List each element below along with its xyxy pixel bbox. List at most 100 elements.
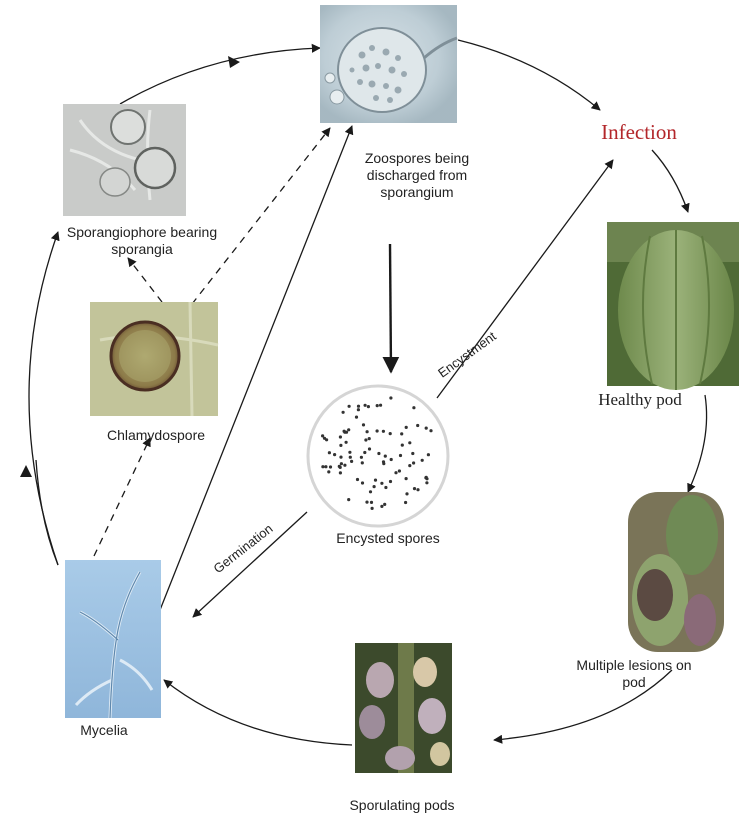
spore-dot xyxy=(412,461,415,464)
spore-dot xyxy=(374,479,377,482)
spore-dot xyxy=(412,406,415,409)
spore-dot xyxy=(405,426,408,429)
spore-dot xyxy=(429,429,432,432)
spore-dot xyxy=(399,454,402,457)
spore-dot xyxy=(370,501,373,504)
arc-zoospores-to-infection xyxy=(458,40,600,110)
spore-dot xyxy=(400,432,403,435)
spore-dot xyxy=(348,405,351,408)
sporulating-pods-label: Sporulating pods xyxy=(322,797,482,814)
spore-dot xyxy=(345,441,348,444)
spore-dot xyxy=(368,437,371,440)
spore-dot xyxy=(364,438,367,441)
spore-dot xyxy=(371,507,374,510)
arc-sporangiophore-to-zoospores xyxy=(120,48,320,104)
arc-sporulating-to-mycelia xyxy=(164,680,352,745)
spore-dot xyxy=(321,465,324,468)
healthy-pod-image xyxy=(607,222,739,390)
mycelia-label: Mycelia xyxy=(62,722,146,739)
spore-dot xyxy=(342,411,345,414)
sporangiophore-image xyxy=(63,104,186,216)
sporangium-image xyxy=(320,5,457,123)
spore-dot xyxy=(339,466,342,469)
spore-dot xyxy=(349,456,352,459)
spore-dot xyxy=(350,460,353,463)
spore-dot xyxy=(361,461,364,464)
spore-dot xyxy=(408,441,411,444)
spore-dot xyxy=(360,456,363,459)
spore-dot xyxy=(416,488,419,491)
spore-dot xyxy=(405,492,408,495)
mycelia-image xyxy=(65,560,161,718)
sporangiophore-label: Sporangiophore bearing sporangia xyxy=(56,224,228,258)
spore-dot xyxy=(389,480,392,483)
spore-dot xyxy=(328,451,331,454)
spore-dot xyxy=(416,424,419,427)
lesions-label: Multiple lesions on pod xyxy=(570,657,698,691)
dashed-chlamydospore-to-sporangiophore xyxy=(128,258,162,302)
spore-dot xyxy=(333,453,336,456)
spore-dot xyxy=(379,404,382,407)
spore-dot xyxy=(329,465,332,468)
spore-dot xyxy=(401,444,404,447)
spore-dot xyxy=(339,471,342,474)
spore-dot xyxy=(383,503,386,506)
sporulating-pods-image xyxy=(355,643,452,773)
spore-dot xyxy=(363,451,366,454)
spore-dot xyxy=(361,481,364,484)
spore-dot xyxy=(356,478,359,481)
spore-dot xyxy=(382,430,385,433)
spore-dot xyxy=(376,404,379,407)
spore-dot xyxy=(377,452,380,455)
spore-dot xyxy=(427,453,430,456)
arc-infection-to-healthy-pod xyxy=(652,150,688,212)
spore-dot xyxy=(394,471,397,474)
spore-dot xyxy=(362,423,365,426)
spore-dot xyxy=(373,485,376,488)
spore-dot xyxy=(348,451,351,454)
spore-dot xyxy=(364,404,367,407)
lesions-image xyxy=(628,492,724,652)
spore-dot xyxy=(411,452,414,455)
spore-dot xyxy=(347,498,350,501)
dashed-mycelia-to-chlamydospore xyxy=(94,438,150,556)
spore-dot xyxy=(405,477,408,480)
spore-dot xyxy=(413,487,416,490)
infection-label: Infection xyxy=(580,120,698,144)
spore-dot xyxy=(384,455,387,458)
spore-dot xyxy=(382,460,385,463)
chlamydospore-image xyxy=(90,302,218,416)
spore-dot xyxy=(339,456,342,459)
arc-mycelia-inner xyxy=(36,460,58,565)
spore-dot xyxy=(389,432,392,435)
spore-dot xyxy=(404,501,407,504)
spore-dot xyxy=(380,505,383,508)
spore-dot xyxy=(366,430,369,433)
spore-dot xyxy=(357,405,360,408)
arrow-zoospores-to-encysted xyxy=(390,244,391,372)
encysted-spores-image xyxy=(308,386,448,526)
spore-dot xyxy=(389,396,392,399)
spore-dot xyxy=(347,428,350,431)
zoospores-label: Zoospores being discharged from sporangi… xyxy=(358,150,476,201)
spore-dot xyxy=(324,465,327,468)
healthy-pod-label: Healthy pod xyxy=(565,390,715,410)
spore-dot xyxy=(340,462,343,465)
spore-dot xyxy=(327,470,330,473)
spore-dot xyxy=(384,486,387,489)
spore-dot xyxy=(339,435,342,438)
spore-dot xyxy=(343,430,346,433)
spore-dot xyxy=(425,427,428,430)
spore-dot xyxy=(425,476,428,479)
spore-dot xyxy=(376,429,379,432)
spore-dot xyxy=(368,447,371,450)
spore-dot xyxy=(339,444,342,447)
spore-dot xyxy=(408,464,411,467)
spore-dot xyxy=(321,434,324,437)
chlamydospore-label: Chlamydospore xyxy=(80,427,232,444)
dashed-chlamydospore-to-zoospores xyxy=(192,128,330,304)
spore-dot xyxy=(398,469,401,472)
spore-dot xyxy=(343,464,346,467)
spore-dot xyxy=(390,458,393,461)
spore-dot xyxy=(357,408,360,411)
